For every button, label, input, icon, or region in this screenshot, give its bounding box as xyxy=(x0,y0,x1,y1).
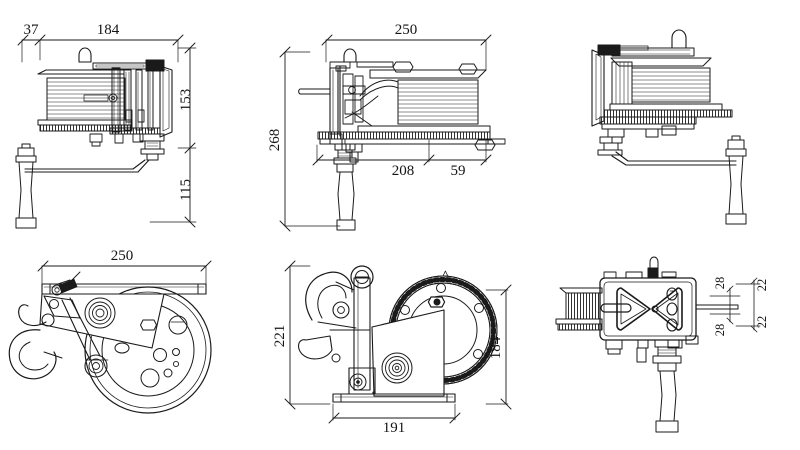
dim-208: 208 xyxy=(392,163,415,179)
dim-184-right: 184 xyxy=(488,336,504,359)
dim-250-bottom: 250 xyxy=(111,248,134,264)
dimension-labels: 37 184 153 115 250 268 208 59 250 221 18… xyxy=(24,22,770,436)
view-bottom-left xyxy=(8,260,212,414)
dim-28-lower: 28 xyxy=(713,324,727,337)
dim-221: 221 xyxy=(272,325,288,348)
dim-37: 37 xyxy=(24,22,40,38)
dim-22-upper: 22 xyxy=(755,279,769,292)
view-bottom-right xyxy=(555,256,761,433)
dim-153: 153 xyxy=(178,89,194,112)
dim-115: 115 xyxy=(178,179,194,201)
dim-191: 191 xyxy=(383,420,406,436)
dim-250-top: 250 xyxy=(395,22,418,38)
dim-28-upper: 28 xyxy=(713,277,727,290)
view-top-left xyxy=(15,34,197,229)
dim-184-top: 184 xyxy=(97,22,120,38)
dim-22-lower: 22 xyxy=(755,316,769,329)
view-top-right xyxy=(591,29,747,225)
view-bottom-center xyxy=(284,260,512,424)
view-top-center xyxy=(279,34,506,232)
dim-59: 59 xyxy=(451,163,466,179)
dim-268: 268 xyxy=(267,129,283,152)
